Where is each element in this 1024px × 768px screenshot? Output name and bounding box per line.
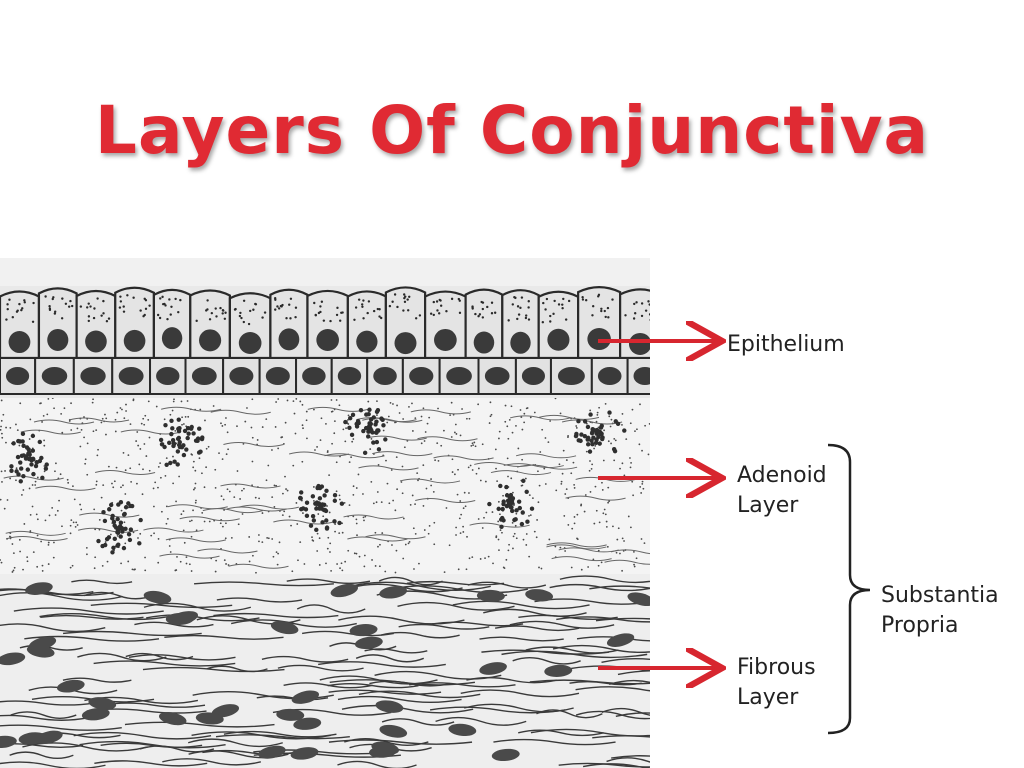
epithelium-layer-illustration (0, 286, 650, 398)
fibrous-layer-label: Fibrous Layer (737, 655, 816, 710)
epithelium-label: Epithelium (727, 332, 845, 357)
adenoid-layer-illustration (0, 394, 650, 574)
adenoid-layer-label: Adenoid Layer (737, 463, 827, 518)
substantia-propria-brace (827, 443, 871, 735)
histology-figure (0, 258, 650, 768)
substantia-propria-label: Substantia Propria (881, 583, 999, 638)
slide-title: Layers Of Conjunctiva (94, 92, 930, 169)
fibrous-layer-illustration (0, 574, 650, 768)
